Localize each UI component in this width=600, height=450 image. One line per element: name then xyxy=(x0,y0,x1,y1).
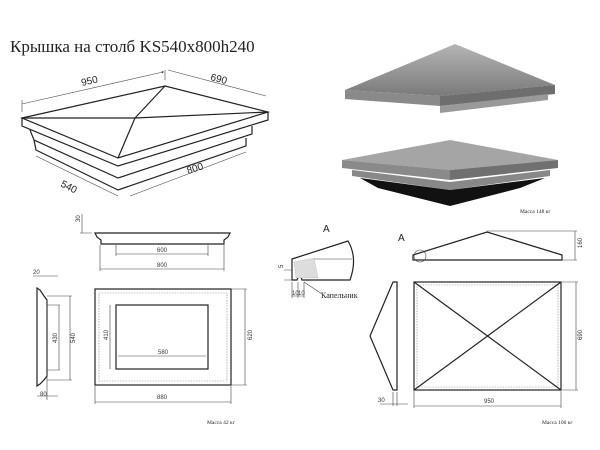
dim-580: 580 xyxy=(158,350,169,356)
dim-950: 950 xyxy=(484,399,495,405)
detail-a-label: A xyxy=(323,224,330,235)
iso-dim-690: 690 xyxy=(209,72,228,87)
dim-430: 430 xyxy=(53,332,59,343)
dim-600: 600 xyxy=(157,248,168,254)
dim-5: 5 xyxy=(279,264,285,268)
detail-a: A 5 10 10 Капельник xyxy=(279,224,358,300)
dim-540: 540 xyxy=(71,332,77,343)
dim-80: 80 xyxy=(40,392,47,398)
cap-elevation-view: A 160 xyxy=(398,230,584,263)
iso-dim-540: 540 xyxy=(59,179,79,197)
dim-10a: 10 xyxy=(292,291,299,297)
dim-30-cap: 30 xyxy=(378,398,385,404)
cap-side-view: 30 xyxy=(369,281,408,406)
cap-plan-view: 690 950 xyxy=(413,281,584,408)
elevation-detail-a-label: A xyxy=(398,233,405,244)
mass-148: Масса 148 кг xyxy=(520,209,551,215)
base-profile-view: 30 600 800 xyxy=(76,214,231,271)
dim-30: 30 xyxy=(76,215,82,222)
dim-410: 410 xyxy=(104,329,110,340)
base-plan-view: 410 580 620 880 xyxy=(94,288,254,404)
base-side-view: 20 430 540 80 xyxy=(33,270,77,400)
mass-42: Масса 42 кг xyxy=(207,420,236,426)
iso-dim-950: 950 xyxy=(80,74,99,89)
rendered-cap-underside xyxy=(342,140,558,206)
dim-880: 880 xyxy=(157,395,168,401)
rendered-cap-top xyxy=(345,44,555,113)
dim-620: 620 xyxy=(248,329,254,340)
dim-20: 20 xyxy=(33,270,40,276)
drip-label: Капельник xyxy=(321,291,358,300)
isometric-view: 950 690 540 800 xyxy=(20,69,271,197)
drawing-title: Крышка на столб KS540x800h240 xyxy=(10,37,255,56)
dim-800: 800 xyxy=(157,263,168,269)
mass-106: Масса 106 кг xyxy=(542,420,573,426)
dim-160: 160 xyxy=(578,237,584,248)
dim-10b: 10 xyxy=(298,291,305,297)
iso-dim-800: 800 xyxy=(186,161,206,177)
dim-690: 690 xyxy=(578,329,584,340)
